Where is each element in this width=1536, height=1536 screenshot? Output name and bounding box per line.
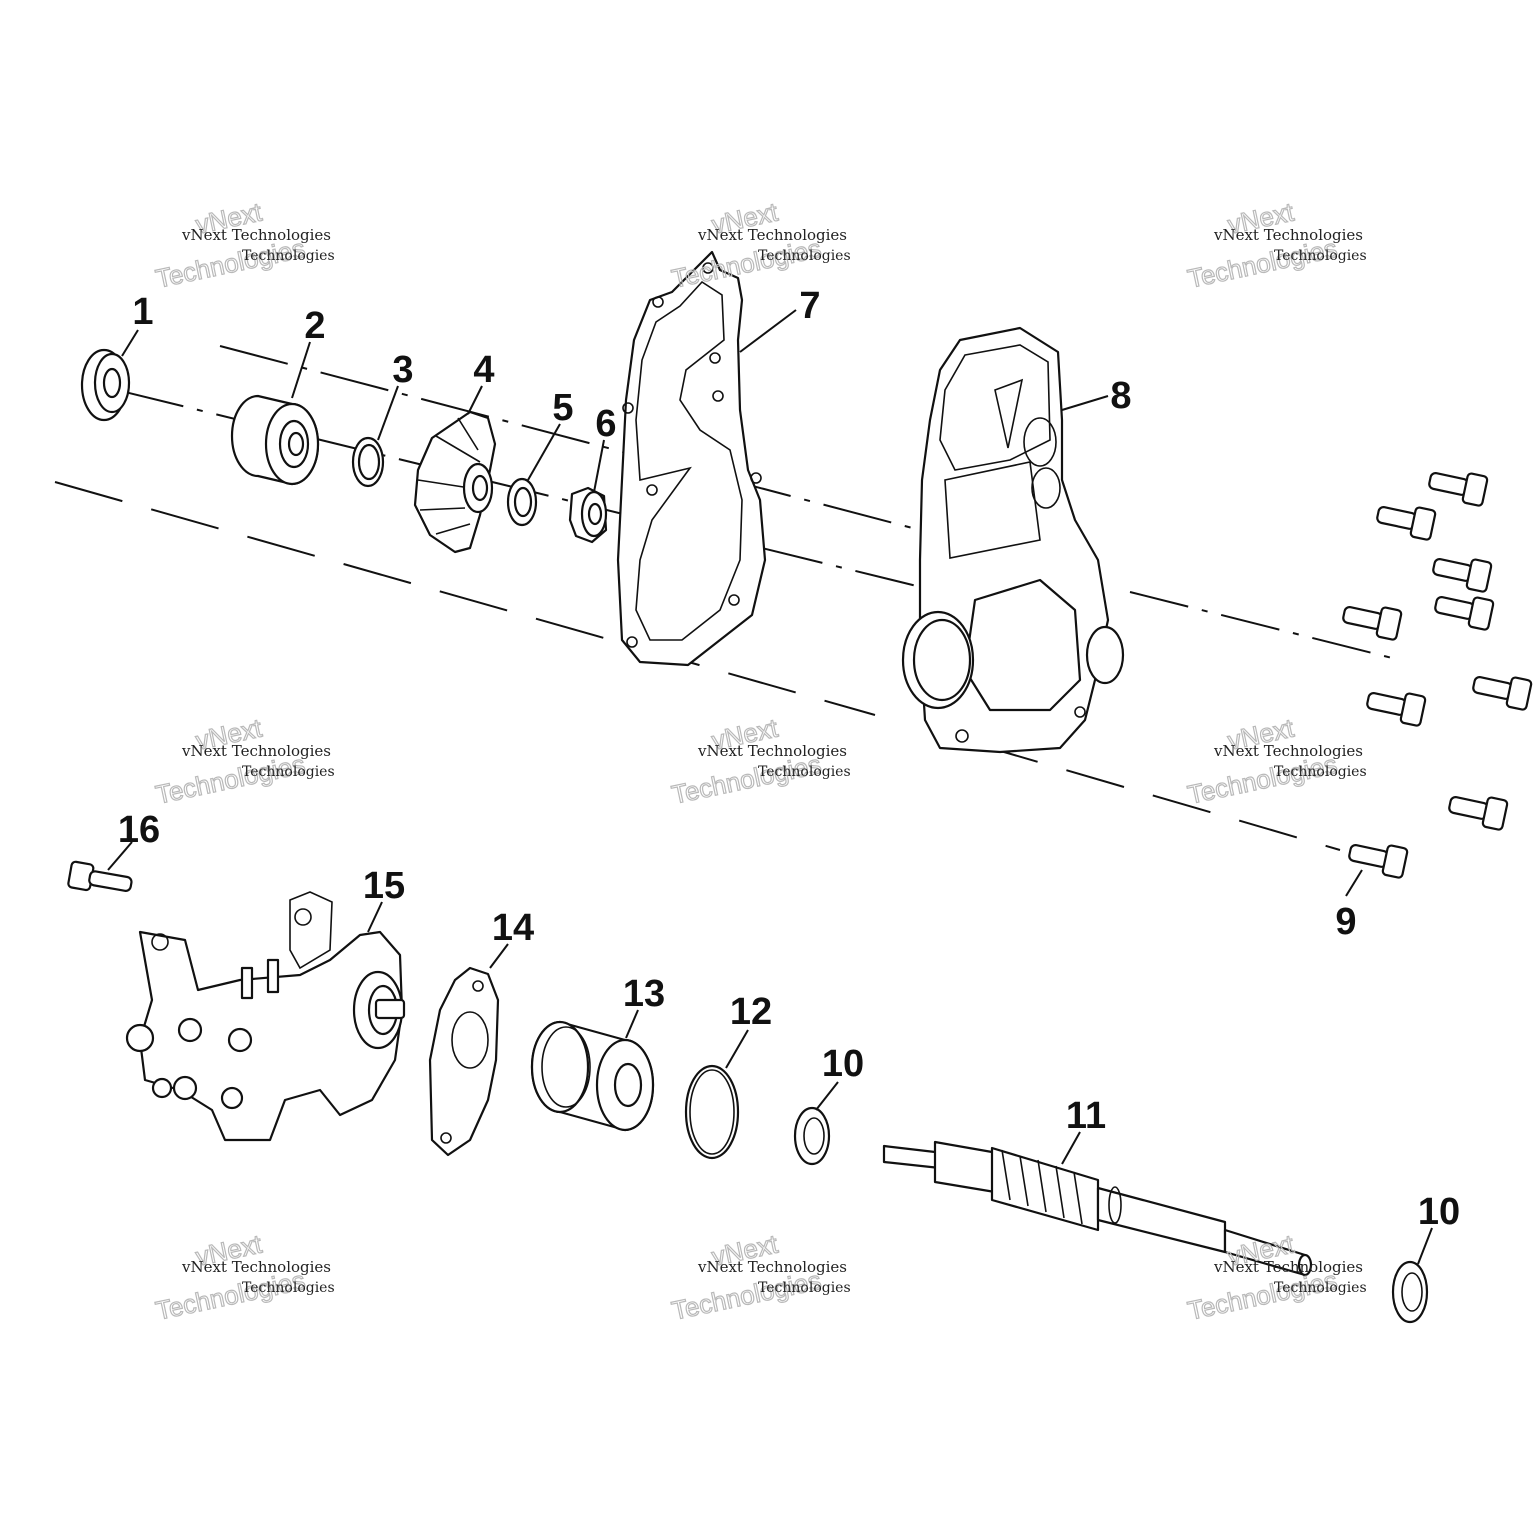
callout-3: 3 (392, 349, 413, 391)
watermark: vNext vNext Technologies Technologies Te… (152, 196, 335, 295)
watermark: vNext vNext Technologies Technologies Te… (1184, 196, 1367, 295)
watermark: vNext vNext Technologies Technologies Te… (1184, 712, 1367, 811)
callout-6: 6 (595, 403, 616, 445)
bolt (1366, 692, 1427, 727)
bolt (1428, 472, 1489, 507)
svg-text:vNext Technologies: vNext Technologies (181, 226, 331, 244)
part-15-oil-pump (125, 891, 406, 1142)
bolt (1434, 596, 1495, 631)
watermarks: vNext vNext Technologies Technologies Te… (152, 196, 1367, 1327)
callout-9: 9 (1335, 901, 1356, 943)
callout-labels: 1 2 3 4 5 6 7 8 9 10 10 11 12 13 14 15 1… (118, 285, 1460, 1233)
bolt (1472, 676, 1533, 711)
svg-text:Technologies: Technologies (1274, 764, 1367, 780)
callout-4: 4 (473, 349, 494, 391)
svg-text:vNext Technologies: vNext Technologies (1213, 1258, 1363, 1276)
callout-16: 16 (118, 809, 160, 851)
part-4-impeller (413, 410, 497, 554)
svg-text:vNext Technologies: vNext Technologies (697, 1258, 847, 1276)
callout-5: 5 (552, 387, 573, 429)
part-16-bolt (67, 860, 133, 892)
leader-lines (107, 309, 1433, 1265)
callout-11: 11 (1066, 1095, 1106, 1137)
callout-1: 1 (132, 291, 153, 333)
watermark: vNext vNext Technologies Technologies Te… (152, 712, 335, 811)
svg-text:vNext Technologies: vNext Technologies (1213, 226, 1363, 244)
svg-text:vNext Technologies: vNext Technologies (697, 226, 847, 244)
part-13-bushing (530, 1020, 655, 1132)
part-10-washer (793, 1106, 831, 1166)
part-10-washer (1391, 1260, 1429, 1324)
part-1-seal (80, 348, 131, 422)
svg-text:vNext Technologies: vNext Technologies (1213, 742, 1363, 760)
part-9-bolts (1342, 472, 1533, 879)
part-14-gasket (428, 966, 500, 1157)
part-2-bearing (230, 394, 320, 486)
svg-text:Technologies: Technologies (758, 764, 851, 780)
bolt (1342, 606, 1403, 641)
bolt (1348, 844, 1409, 879)
callout-2: 2 (304, 305, 325, 347)
part-11-shaft (882, 1140, 1313, 1277)
watermark: vNext vNext Technologies Technologies Te… (668, 1228, 851, 1327)
part-12-o-ring (684, 1064, 740, 1160)
part-3-washer (351, 436, 385, 488)
callout-15: 15 (363, 865, 405, 907)
svg-text:Technologies: Technologies (242, 1280, 335, 1296)
part-7-gasket (616, 250, 767, 667)
callout-7: 7 (799, 285, 820, 327)
callout-13: 13 (623, 973, 665, 1015)
svg-text:Technologies: Technologies (242, 248, 335, 264)
watermark: vNext vNext Technologies Technologies Te… (668, 196, 851, 295)
svg-text:Technologies: Technologies (758, 248, 851, 264)
callout-10a: 10 (822, 1043, 864, 1085)
watermark: vNext vNext Technologies Technologies Te… (668, 712, 851, 811)
svg-text:Technologies: Technologies (1274, 248, 1367, 264)
svg-text:vNext Technologies: vNext Technologies (181, 1258, 331, 1276)
bolt (1432, 558, 1493, 593)
callout-8: 8 (1110, 375, 1131, 417)
watermark: vNext vNext Technologies Technologies Te… (152, 1228, 335, 1327)
svg-text:Technologies: Technologies (242, 764, 335, 780)
part-6-nut (568, 486, 608, 544)
svg-text:Technologies: Technologies (758, 1280, 851, 1296)
bolt (1448, 796, 1509, 831)
part-5-washer (506, 477, 538, 527)
svg-text:vNext Technologies: vNext Technologies (697, 742, 847, 760)
svg-text:Technologies: Technologies (1274, 1280, 1367, 1296)
bolt (1376, 506, 1437, 541)
svg-text:vNext Technologies: vNext Technologies (181, 742, 331, 760)
part-8-housing-cover (901, 326, 1125, 754)
callout-12: 12 (730, 991, 772, 1033)
callout-10b: 10 (1418, 1191, 1460, 1233)
callout-14: 14 (492, 907, 534, 949)
